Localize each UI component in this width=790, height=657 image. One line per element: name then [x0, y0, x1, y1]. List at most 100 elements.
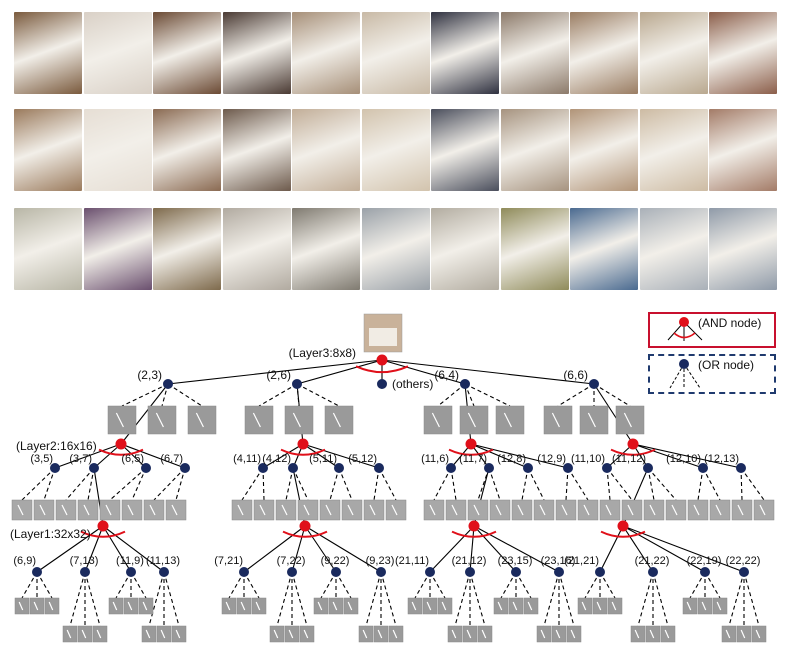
or-node [648, 567, 658, 577]
tree-edge [632, 443, 704, 469]
patch-stroke [583, 504, 590, 516]
image-patch [621, 499, 643, 521]
grid-thumbnail [431, 12, 499, 94]
or-node [50, 463, 60, 473]
or-node [446, 463, 456, 473]
node-label: (2,3) [137, 368, 162, 382]
patch-stroke [240, 601, 246, 611]
and-node [299, 520, 311, 532]
patch-stroke [441, 601, 447, 611]
patch-stroke [317, 601, 323, 611]
image-patch [251, 597, 267, 615]
image-patch [108, 597, 124, 615]
tree-edge [477, 467, 490, 501]
grid-thumbnail [639, 208, 708, 290]
tree-edge [622, 525, 706, 573]
tree-edge [175, 467, 186, 501]
patch-stroke [497, 601, 503, 611]
patch-stroke [540, 629, 546, 639]
tree-edge [302, 443, 340, 469]
tree-edge [373, 467, 380, 501]
legend-or-box: (OR node) [648, 354, 776, 394]
node-label: (Layer2:16x16) [16, 439, 97, 453]
image-patch [712, 597, 728, 615]
image-patch [422, 597, 438, 615]
grid-thumbnail [222, 109, 291, 191]
patch-stroke [237, 504, 244, 516]
patch-stroke [587, 412, 596, 428]
or-node [700, 567, 710, 577]
patch-stroke [466, 629, 472, 639]
node-label: (21,11) [395, 555, 429, 567]
image-patch [156, 625, 172, 643]
tree-edge [647, 467, 677, 501]
image-patch [221, 597, 237, 615]
or-node [460, 379, 470, 389]
grid-thumbnail [292, 109, 360, 191]
tree-edge [647, 467, 655, 501]
patch-stroke [649, 504, 656, 516]
image-patch [555, 499, 577, 521]
and-node [376, 354, 388, 366]
patch-stroke [115, 412, 124, 428]
legend-and-label: (AND node) [698, 316, 762, 330]
image-patch [388, 625, 404, 643]
image-patch [643, 499, 665, 521]
patch-stroke [429, 504, 436, 516]
grid-thumbnail [431, 109, 499, 191]
node-label: (3,5) [30, 453, 53, 465]
image-patch [721, 625, 737, 643]
tree-edge [121, 383, 169, 407]
image-patch [477, 625, 493, 643]
node-label: (5,12) [348, 453, 377, 465]
image-patch [231, 499, 253, 521]
tree-edge [65, 467, 95, 501]
patch-stroke [527, 601, 533, 611]
grid-thumbnail [709, 12, 777, 94]
or-node [377, 379, 387, 389]
tree-edge [304, 525, 382, 573]
tree-edge [130, 571, 147, 599]
tree-edge [296, 383, 340, 407]
tree-edge [429, 525, 475, 573]
and-node [468, 520, 480, 532]
patch-stroke [495, 504, 502, 516]
tree-edge [500, 571, 517, 599]
node-label: (6,4) [434, 368, 459, 382]
image-patch [709, 499, 731, 521]
or-node [736, 463, 746, 473]
image-patch [543, 405, 573, 435]
tree-edge [637, 571, 654, 627]
or-node [126, 567, 136, 577]
grid-thumbnail [500, 109, 569, 191]
image-patch [62, 625, 78, 643]
tree-edge [606, 443, 634, 469]
tree-edge [565, 467, 569, 501]
grid-thumbnail [292, 12, 360, 94]
patch-stroke [605, 504, 612, 516]
image-patch [566, 625, 582, 643]
node-label: (6,7) [160, 453, 183, 465]
node-label: (11,13) [146, 555, 180, 567]
tree-edge [292, 467, 309, 501]
and-node [465, 438, 477, 450]
image-patch [731, 499, 753, 521]
image-patch [407, 597, 423, 615]
image-patch [447, 625, 463, 643]
image-patch [489, 499, 511, 521]
image-patch [645, 625, 661, 643]
image-patch [592, 597, 608, 615]
image-patch [77, 625, 93, 643]
image-patch [508, 597, 524, 615]
and-node [297, 438, 309, 450]
and-arc [98, 448, 144, 456]
and-node [115, 438, 127, 450]
patch-stroke [325, 504, 332, 516]
or-node-icon [679, 359, 689, 369]
tree-edge [153, 467, 186, 501]
patch-stroke [195, 412, 204, 428]
grid-thumbnail [570, 109, 638, 191]
image-patch [171, 625, 187, 643]
patch-stroke [759, 504, 766, 516]
or-node [331, 567, 341, 577]
